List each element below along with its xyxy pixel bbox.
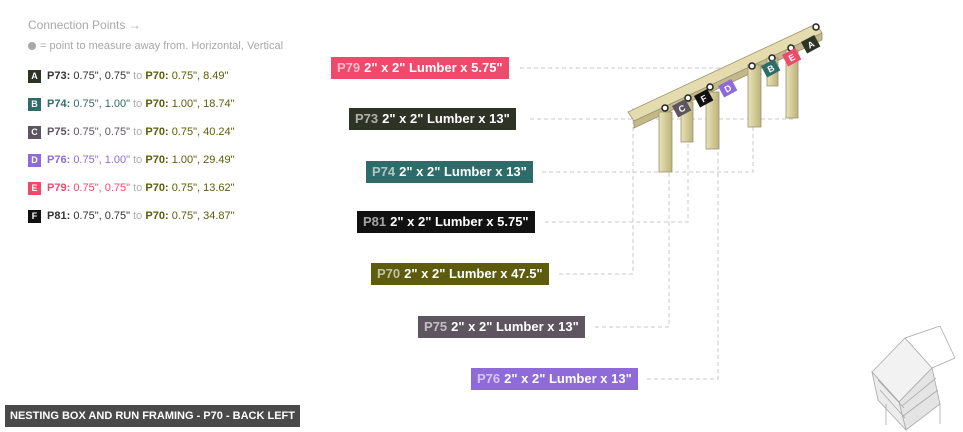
- badge-e: E: [28, 182, 41, 195]
- ref-id: P70:: [145, 70, 169, 82]
- connection-dot-end: [812, 23, 820, 31]
- part-label-id: P70: [377, 266, 401, 281]
- part-label-id: P74: [372, 164, 396, 179]
- connection-item-c: C P75: 0.75", 0.75" to P70: 0.75", 40.24": [28, 126, 235, 139]
- connection-item-b: B P74: 0.75", 1.00" to P70: 1.00", 18.74": [28, 98, 235, 111]
- marker-c: C: [672, 98, 692, 118]
- svg-text:C: C: [677, 102, 688, 114]
- ref-id: P70:: [145, 182, 169, 194]
- marker-b: B: [761, 58, 781, 78]
- part-label-text: 2" x 2" Lumber x 13": [382, 111, 510, 126]
- marker-e: E: [782, 47, 802, 67]
- step-caption: NESTING BOX AND RUN FRAMING - P70 - BACK…: [5, 405, 300, 427]
- part-label-text: 2" x 2" Lumber x 5.75": [390, 214, 529, 229]
- part-offset: 0.75", 0.75": [73, 70, 131, 82]
- badge-a: A: [28, 70, 41, 83]
- connection-item-e: E P79: 0.75", 0.75" to P70: 0.75", 13.62": [28, 182, 235, 195]
- part-label-id: P81: [363, 214, 387, 229]
- leader-p76: [647, 92, 719, 380]
- part-offset: 0.75", 1.00": [73, 154, 131, 166]
- badge-c: C: [28, 126, 41, 139]
- leader-p75: [595, 112, 670, 328]
- badge-d: D: [28, 154, 41, 167]
- leader-p70: [559, 108, 634, 275]
- leader-p81: [545, 104, 689, 223]
- part-id: P81:: [47, 210, 71, 222]
- connection-markers: A E B D F C: [661, 23, 821, 118]
- to-word: to: [133, 154, 143, 166]
- connection-points-note: = point to measure away from. Horizontal…: [28, 40, 283, 52]
- ref-offset: 1.00", 18.74": [171, 98, 235, 110]
- to-word: to: [133, 126, 143, 138]
- connection-item-a: A P73: 0.75", 0.75" to P70: 0.75", 8.49": [28, 70, 228, 83]
- part-offset: 0.75", 0.75": [73, 210, 131, 222]
- ref-id: P70:: [145, 154, 169, 166]
- part-id: P76:: [47, 154, 71, 166]
- coop-thumbnail[interactable]: [871, 325, 956, 432]
- connection-points-note-text: = point to measure away from. Horizontal…: [40, 40, 284, 52]
- svg-text:B: B: [766, 62, 777, 74]
- marker-d: D: [718, 78, 738, 98]
- marker-a: A: [801, 34, 821, 54]
- connection-dot-d: [706, 83, 714, 91]
- ref-id: P70:: [145, 98, 169, 110]
- part-label-text: 2" x 2" Lumber x 47.5": [404, 266, 543, 281]
- to-word: to: [133, 98, 143, 110]
- part-offset: 0.75", 0.75": [73, 126, 131, 138]
- to-word: to: [133, 182, 143, 194]
- connection-dot-f: [684, 94, 692, 102]
- part-label-id: P73: [355, 111, 379, 126]
- post-p76: [705, 91, 720, 150]
- post-p75: [658, 111, 673, 173]
- leader-p74: [542, 106, 754, 173]
- part-offset: 0.75", 0.75": [73, 182, 131, 194]
- svg-text:A: A: [806, 38, 817, 50]
- connection-dot-c: [661, 104, 669, 112]
- connection-dot-b: [748, 62, 756, 70]
- ref-offset: 0.75", 8.49": [171, 70, 229, 82]
- ref-offset: 0.75", 40.24": [171, 126, 235, 138]
- ref-offset: 0.75", 13.62": [171, 182, 235, 194]
- ref-id: P70:: [145, 210, 169, 222]
- badge-b: B: [28, 98, 41, 111]
- connection-item-f: F P81: 0.75", 0.75" to P70: 0.75", 34.87": [28, 210, 235, 223]
- marker-f: F: [694, 88, 714, 108]
- ref-offset: 0.75", 34.87": [171, 210, 235, 222]
- ref-id: P70:: [145, 126, 169, 138]
- to-word: to: [133, 210, 143, 222]
- svg-text:F: F: [699, 93, 709, 105]
- part-label-text: 2" x 2" Lumber x 13": [399, 164, 527, 179]
- badge-f: F: [28, 210, 41, 223]
- part-id: P74:: [47, 98, 71, 110]
- connection-points-title[interactable]: Connection Points →: [28, 18, 141, 32]
- part-id: P75:: [47, 126, 71, 138]
- point-dot-icon: [28, 42, 36, 50]
- part-id: P73:: [47, 70, 71, 82]
- part-label-text: 2" x 2" Lumber x 13": [451, 319, 579, 334]
- part-label-text: 2" x 2" Lumber x 13": [504, 371, 632, 386]
- part-label-text: 2" x 2" Lumber x 5.75": [364, 60, 503, 75]
- post-p74: [747, 64, 762, 128]
- leader-p73: [530, 106, 794, 120]
- ref-offset: 1.00", 29.49": [171, 154, 235, 166]
- to-word: to: [133, 70, 143, 82]
- part-label-id: P79: [337, 60, 361, 75]
- connection-item-d: D P76: 0.75", 1.00" to P70: 1.00", 29.49": [28, 154, 235, 167]
- svg-text:D: D: [723, 82, 734, 94]
- part-offset: 0.75", 1.00": [73, 98, 131, 110]
- part-id: P79:: [47, 182, 71, 194]
- svg-text:E: E: [787, 52, 797, 64]
- part-label-id: P76: [477, 371, 501, 386]
- part-label-id: P75: [424, 319, 448, 334]
